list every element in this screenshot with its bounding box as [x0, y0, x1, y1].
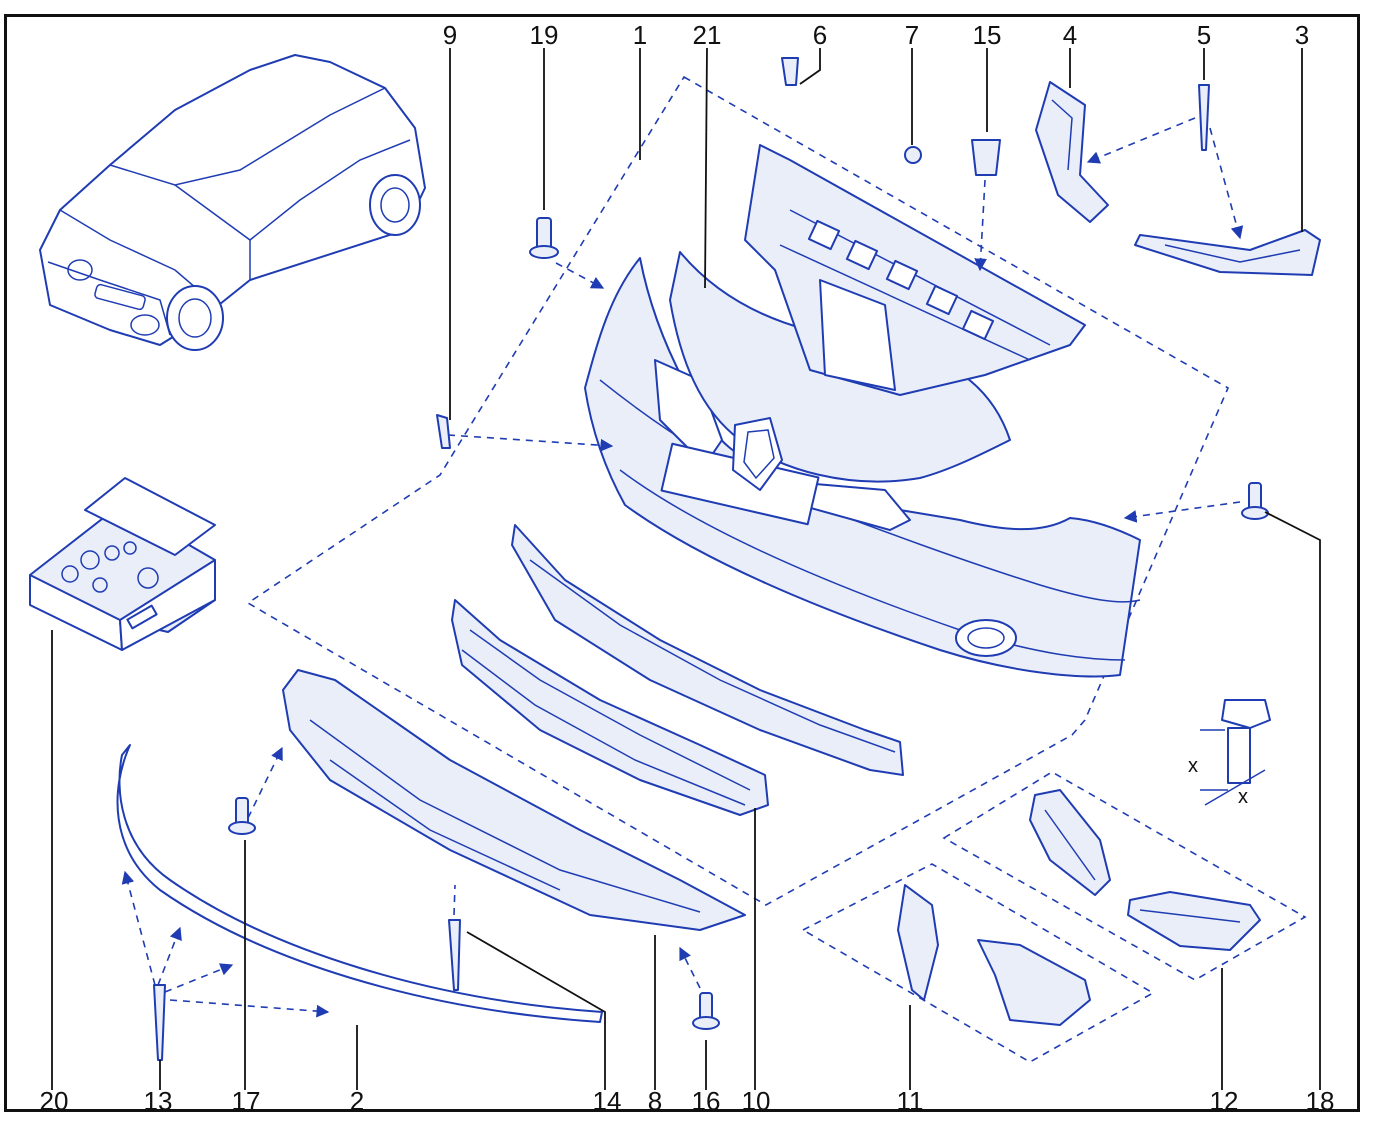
assembly-boundaries — [246, 75, 1307, 1063]
callout-20: 20 — [40, 1086, 69, 1116]
callout-2: 2 — [350, 1086, 364, 1116]
side-bracket-3 — [1134, 229, 1321, 276]
callout-4: 4 — [1063, 20, 1077, 50]
callout-6: 6 — [813, 20, 827, 50]
callout-1: 1 — [633, 20, 647, 50]
fog-light-bracket-11 — [897, 884, 1091, 1026]
callout-16: 16 — [692, 1086, 721, 1116]
callout-13: 13 — [144, 1086, 173, 1116]
callout-3: 3 — [1295, 20, 1309, 50]
side-grilles-12 — [1029, 789, 1261, 951]
callout-9: 9 — [443, 20, 457, 50]
parts-kit-box — [29, 477, 216, 651]
callout-21: 21 — [693, 20, 722, 50]
callout-5: 5 — [1197, 20, 1211, 50]
callout-11: 11 — [897, 1086, 924, 1116]
callout-18: 18 — [1306, 1086, 1335, 1116]
callout-8: 8 — [648, 1086, 662, 1116]
callout-labels: 9 19 1 21 6 7 15 4 5 3 20 13 17 2 14 8 1… — [40, 20, 1335, 1116]
callout-10: 10 — [742, 1086, 771, 1116]
callout-17: 17 — [232, 1086, 261, 1116]
lower-grille — [451, 599, 769, 816]
lower-undertray — [282, 669, 746, 931]
callout-12: 12 — [1210, 1086, 1239, 1116]
leader-lines — [51, 47, 1321, 1090]
callout-15: 15 — [973, 20, 1002, 50]
fasteners — [153, 57, 1269, 1061]
dimension-label-x-horizontal: x — [1238, 786, 1248, 808]
side-bracket-4 — [1035, 81, 1109, 223]
assembly-arrows — [121, 117, 1244, 1018]
bumper-skin — [584, 257, 1141, 678]
callout-14: 14 — [593, 1086, 622, 1116]
callout-7: 7 — [905, 20, 919, 50]
dimension-label-x-vertical: x — [1188, 755, 1198, 777]
car-illustration — [39, 54, 426, 351]
bolt-dimension-sketch — [1200, 699, 1271, 806]
front-spoiler-strip — [116, 744, 603, 1023]
energy-absorber — [511, 524, 904, 776]
callout-19: 19 — [530, 20, 559, 50]
upper-reinforcement — [744, 144, 1086, 396]
